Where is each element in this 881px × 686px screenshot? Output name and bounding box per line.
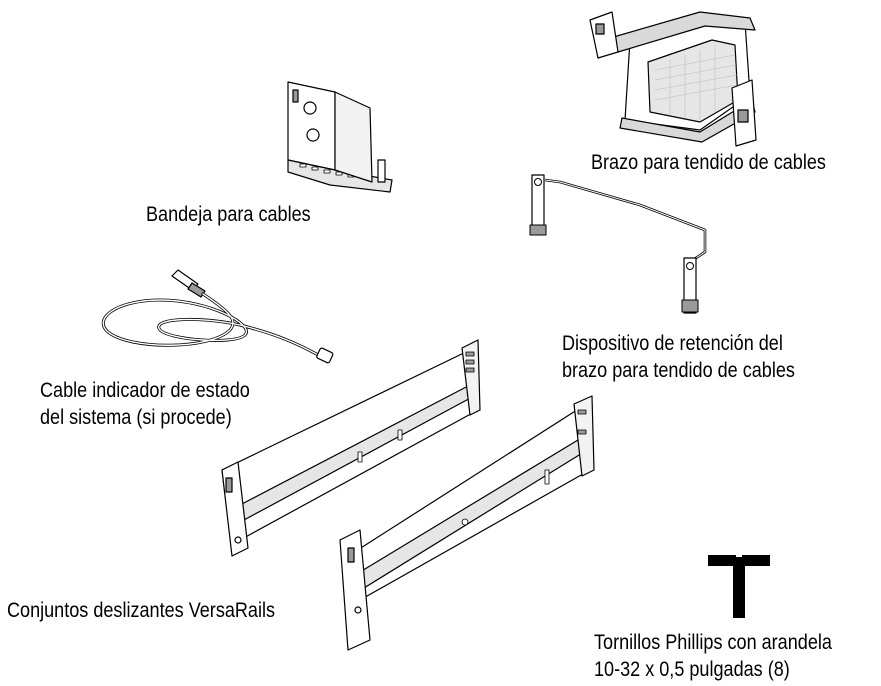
arm-retainer-illustration bbox=[529, 174, 707, 314]
status-cable-illustration bbox=[101, 269, 334, 364]
status-cable-label-line1: Cable indicador de estado bbox=[40, 379, 250, 402]
cable-management-arm-illustration bbox=[589, 11, 757, 147]
arm-retainer-label-line2: brazo para tendido de cables bbox=[562, 359, 795, 382]
cable-tray-illustration bbox=[287, 81, 393, 193]
versarails-illustration bbox=[221, 339, 595, 651]
status-cable-label-line2: del sistema (si procede) bbox=[40, 406, 232, 429]
arm-retainer-label-line1: Dispositivo de retención del bbox=[562, 332, 783, 355]
cable-management-arm-label: Brazo para tendido de cables bbox=[591, 151, 826, 174]
screws-label-line1: Tornillos Phillips con arandela bbox=[594, 631, 832, 654]
slide-assemblies-label: Conjuntos deslizantes VersaRails bbox=[7, 599, 276, 622]
phillips-screw-illustration bbox=[708, 553, 770, 618]
screws-label-line2: 10-32 x 0,5 pulgadas (8) bbox=[594, 658, 790, 681]
cable-tray-label: Bandeja para cables bbox=[146, 203, 311, 226]
